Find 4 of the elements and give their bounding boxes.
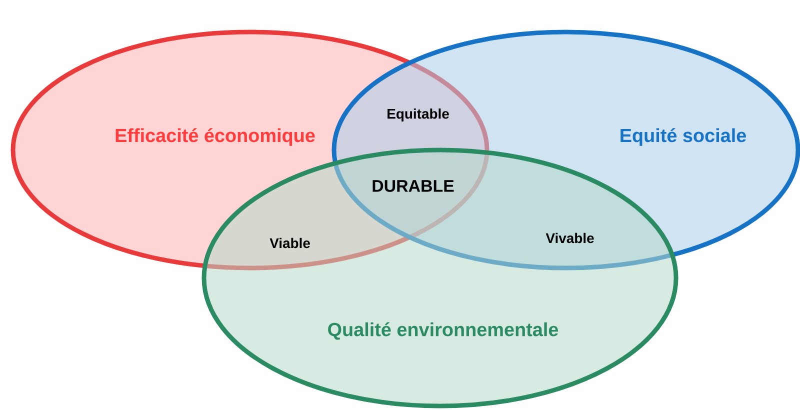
region-label: Viable: [270, 238, 310, 248]
region-label: DURABLE: [372, 180, 454, 192]
region-label: Equitable: [388, 108, 449, 122]
region-label: Vivable: [546, 232, 594, 244]
